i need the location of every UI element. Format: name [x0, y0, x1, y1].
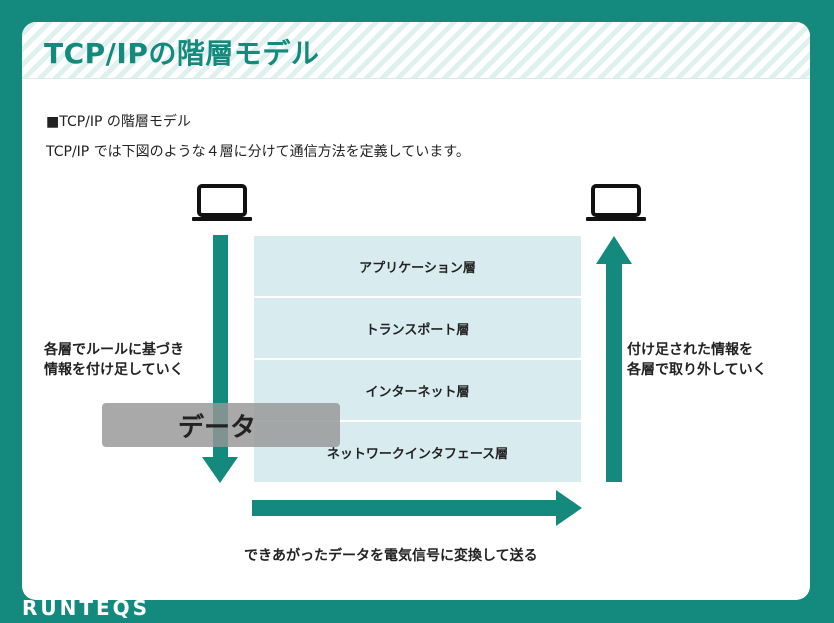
down-arrow	[202, 235, 238, 483]
left-text-line: 情報を付け足していく	[44, 362, 184, 378]
right-arrow	[252, 490, 582, 526]
bottom-caption: できあがったデータを電気信号に変換して送る	[244, 548, 538, 564]
layer-transport: トランスポート層	[254, 298, 581, 358]
slide: TCP/IPの階層モデル ■TCP/IP の階層モデル TCP/IP では下図の…	[22, 22, 810, 600]
layer-stack: アプリケーション層 トランスポート層 インターネット層 ネットワークインタフェー…	[254, 236, 581, 484]
brand-logo: RUNTEQS	[22, 596, 151, 620]
right-text-line: 付け足された情報を	[627, 342, 753, 358]
laptop-icon	[586, 184, 646, 221]
data-packet: データ	[102, 403, 340, 447]
layer-application: アプリケーション層	[254, 236, 581, 296]
data-label: データ	[178, 412, 257, 443]
description-text: TCP/IP では下図のような４層に分けて通信方法を定義しています。	[46, 144, 470, 160]
layer-network-interface: ネットワークインタフェース層	[254, 422, 581, 482]
laptop-icon	[192, 184, 252, 221]
left-explanation: 各層でルールに基づき 情報を付け足していく	[44, 340, 184, 380]
section-heading: ■TCP/IP の階層モデル	[46, 114, 191, 130]
right-explanation: 付け足された情報を 各層で取り外していく	[627, 340, 767, 380]
right-text-line: 各層で取り外していく	[627, 362, 767, 378]
left-text-line: 各層でルールに基づき	[44, 342, 184, 358]
slide-title: TCP/IPの階層モデル	[44, 37, 320, 70]
title-bar: TCP/IPの階層モデル	[22, 22, 810, 79]
up-arrow	[596, 236, 632, 482]
